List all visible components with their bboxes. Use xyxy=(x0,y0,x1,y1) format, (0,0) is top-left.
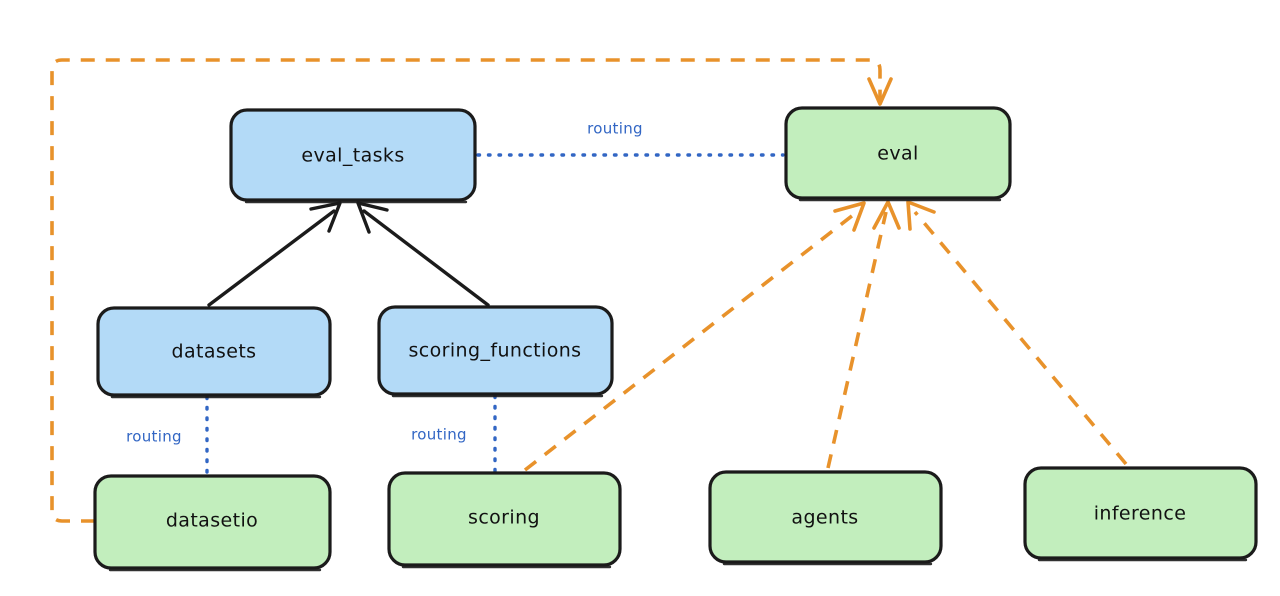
edge-labels-group: routing routing routing xyxy=(126,120,643,446)
edge-label-routing-scoring-functions-scoring: routing xyxy=(411,426,467,444)
edge-agents-to-eval xyxy=(826,200,901,469)
routing-edges-group xyxy=(205,153,785,476)
edge-datasets-to-eval-tasks xyxy=(207,201,342,307)
edge-inference-to-eval-path xyxy=(913,210,1128,466)
node-scoring-functions[interactable]: scoring_functions xyxy=(377,305,614,398)
node-datasetio[interactable]: datasetio xyxy=(93,474,332,572)
edge-label-routing-eval-tasks-eval: routing xyxy=(587,120,643,138)
node-scoring-functions-label: scoring_functions xyxy=(409,340,582,362)
node-agents-label: agents xyxy=(791,507,858,529)
solid-edges-group xyxy=(207,201,490,307)
edge-scoring-to-eval-arrowhead xyxy=(833,201,866,232)
edge-agents-to-eval-path xyxy=(826,211,888,469)
dependency-edges-group xyxy=(50,58,1128,523)
node-eval-shape xyxy=(784,106,1012,200)
node-inference-shape xyxy=(1023,466,1258,560)
node-datasetio-label: datasetio xyxy=(166,510,258,532)
edge-inference-to-eval xyxy=(906,200,1128,466)
node-scoring-shape xyxy=(387,471,622,567)
node-datasetio-shape xyxy=(93,474,332,570)
edge-datasets-to-eval-tasks-path xyxy=(207,209,336,307)
edge-scoring-functions-to-eval-tasks-path xyxy=(362,209,490,307)
edge-label-routing-datasets-datasetio: routing xyxy=(126,428,182,446)
edge-scoring-functions-to-eval-tasks xyxy=(356,201,490,307)
edge-scoring-to-eval-path xyxy=(523,210,859,472)
node-datasets[interactable]: datasets xyxy=(96,306,332,399)
node-inference[interactable]: inference xyxy=(1023,466,1258,562)
node-scoring[interactable]: scoring xyxy=(387,471,622,569)
node-agents[interactable]: agents xyxy=(708,470,943,566)
node-eval-tasks-shape xyxy=(229,108,477,202)
node-datasets-label: datasets xyxy=(172,341,257,363)
edge-datasetio-to-eval xyxy=(50,58,893,523)
node-agents-shape xyxy=(708,470,943,564)
node-eval[interactable]: eval xyxy=(784,106,1012,202)
node-inference-label: inference xyxy=(1094,503,1187,525)
edge-agents-to-eval-arrowhead xyxy=(872,200,901,230)
node-eval-tasks[interactable]: eval_tasks xyxy=(229,108,477,204)
node-eval-label: eval xyxy=(877,143,918,165)
edge-datasetio-to-eval-arrowhead xyxy=(867,77,893,106)
node-scoring-label: scoring xyxy=(468,507,540,529)
node-scoring-functions-shape xyxy=(377,305,614,396)
node-datasets-shape xyxy=(96,306,332,397)
edge-inference-to-eval-arrowhead xyxy=(906,200,936,231)
edge-scoring-to-eval xyxy=(523,201,866,472)
node-eval-tasks-label: eval_tasks xyxy=(301,145,404,167)
